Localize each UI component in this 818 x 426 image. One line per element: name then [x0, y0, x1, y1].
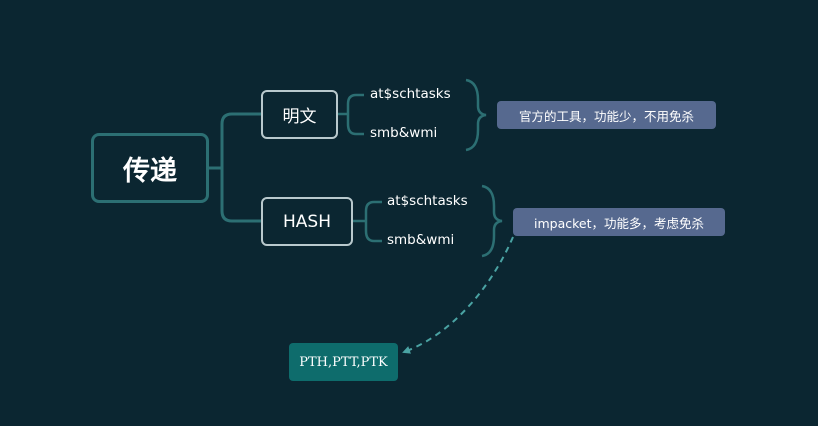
summary-note-label: 官方的工具，功能少，不用免杀: [518, 108, 694, 124]
summary-brace-hash: [481, 184, 503, 258]
summary-note-hash[interactable]: impacket，功能多，考虑免杀: [513, 208, 725, 236]
summary-note-plaintext[interactable]: 官方的工具，功能少，不用免杀: [497, 101, 716, 129]
branch-node-label: 明文: [282, 107, 317, 127]
connector-root-to-hash: [220, 168, 261, 223]
leaf-node-plaintext-schtasks[interactable]: at$schtasks: [370, 86, 451, 102]
leaf-node-hash-schtasks[interactable]: at$schtasks: [387, 193, 468, 209]
branch-node-plaintext[interactable]: 明文: [261, 90, 338, 139]
linked-node-pth-ptt-ptk[interactable]: PTH,PTT,PTK: [289, 343, 398, 381]
leaf-node-plaintext-smbwmi[interactable]: smb&wmi: [370, 125, 438, 141]
connector-root-to-plaintext: [209, 112, 261, 170]
root-node-label: 传递: [123, 155, 177, 187]
connector-hash-to-leaves: [353, 200, 382, 243]
relation-arrow: [402, 236, 514, 354]
root-node[interactable]: 传递: [91, 133, 209, 203]
linked-node-label: PTH,PTT,PTK: [299, 354, 388, 370]
summary-note-label: impacket，功能多，考虑免杀: [533, 215, 704, 231]
summary-brace-plaintext: [465, 78, 487, 152]
branch-node-hash[interactable]: HASH: [261, 197, 353, 246]
connector-plaintext-to-leaves: [338, 93, 364, 136]
branch-node-label: HASH: [283, 211, 331, 232]
leaf-node-hash-smbwmi[interactable]: smb&wmi: [387, 232, 455, 248]
